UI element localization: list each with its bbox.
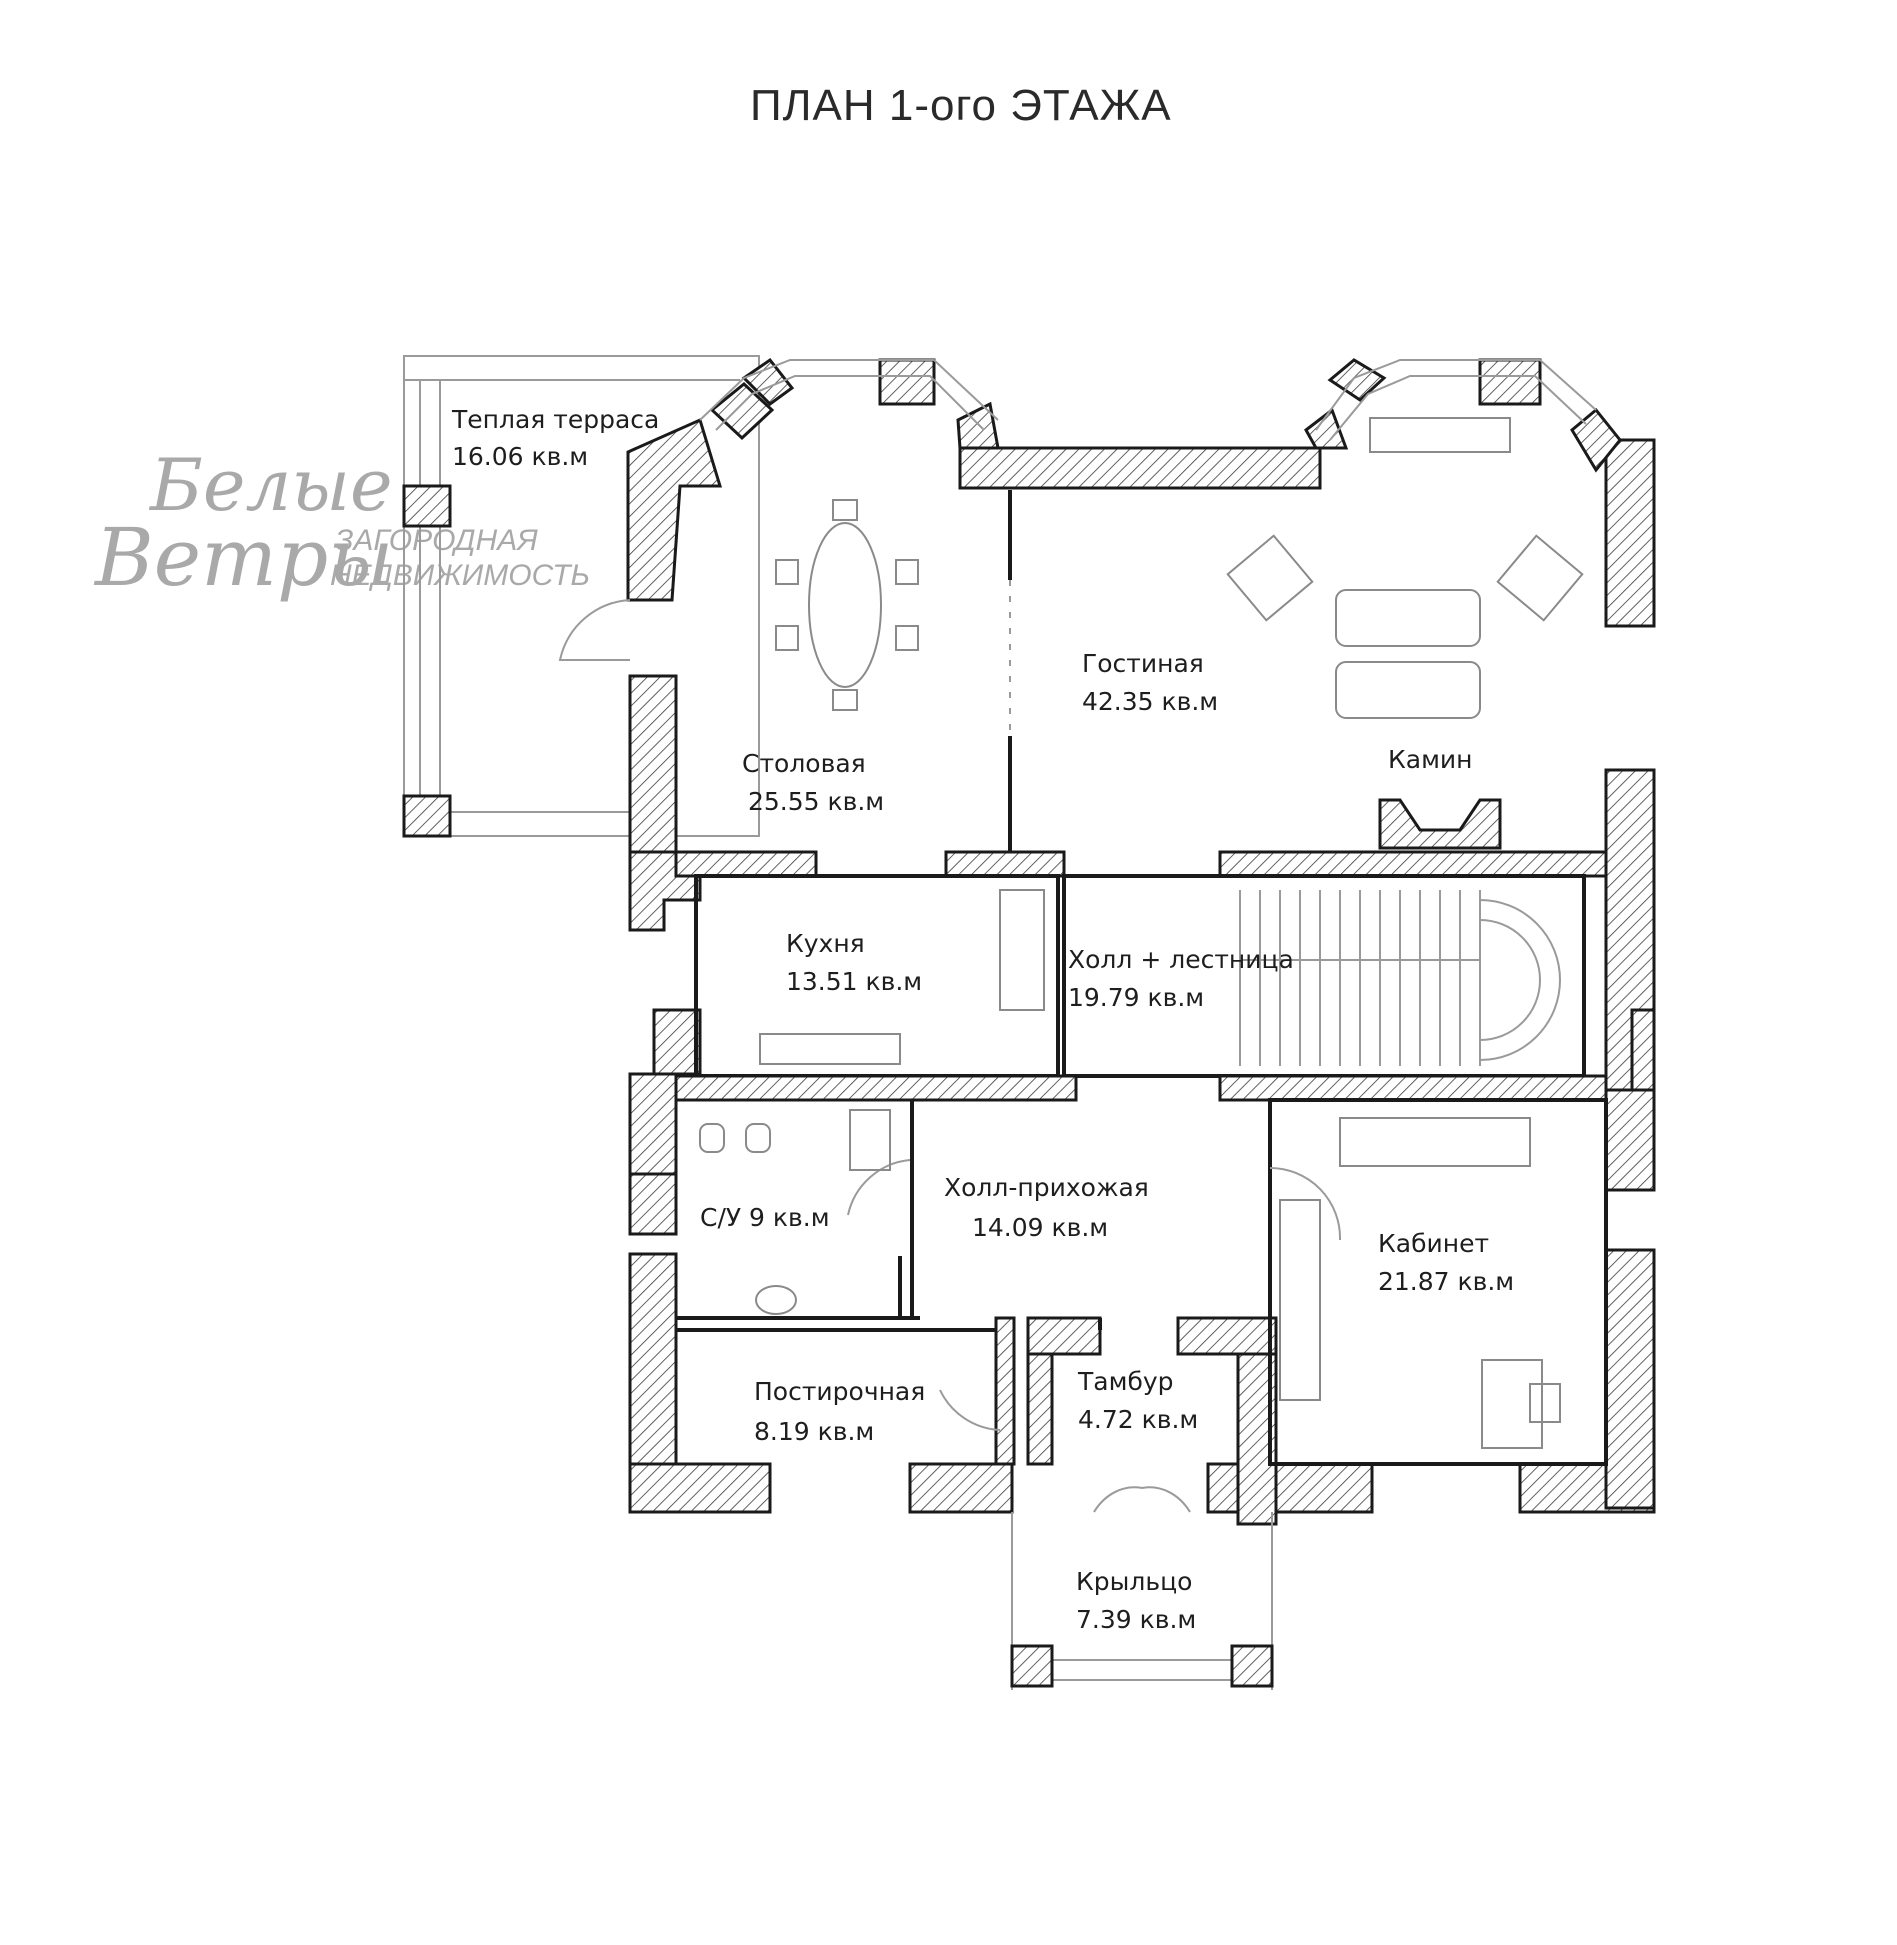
room-area-laundry: 8.19 кв.м [754, 1417, 874, 1446]
exterior-walls [626, 357, 1656, 1514]
room-area-entry-hall: 14.09 кв.м [972, 1213, 1108, 1242]
terrace-outline [402, 355, 760, 838]
plan-title: ПЛАН 1-ого ЭТАЖА [750, 81, 1172, 130]
armchair-right [1496, 534, 1584, 622]
fireplace-hearth [1378, 798, 1502, 850]
porch-structure [1010, 1486, 1274, 1690]
interior-walls [674, 490, 1608, 1526]
room-name-laundry: Постирочная [754, 1377, 925, 1406]
room-name-porch: Крыльцо [1076, 1567, 1192, 1596]
door-swings [558, 599, 1342, 1431]
room-name-vestibule: Тамбур [1077, 1367, 1174, 1396]
room-area-dining: 25.55 кв.м [748, 787, 884, 816]
room-name-living: Гостиная [1082, 649, 1204, 678]
room-labels: Теплая терраса 16.06 кв.м Столовая 25.55… [451, 405, 1514, 1634]
sofa [1335, 589, 1481, 647]
logo-script-line1: Белые [148, 443, 393, 527]
room-area-study: 21.87 кв.м [1378, 1267, 1514, 1296]
logo-caption-line1: ЗАГОРОДНАЯ [335, 524, 538, 557]
logo-caption-line2: НЕДВИЖИМОСТЬ [330, 559, 590, 592]
logo-script-line2: Ветры [93, 511, 393, 604]
armchair-left [1226, 534, 1314, 622]
room-name-bathroom: С/У 9 кв.м [700, 1203, 830, 1232]
room-area-terrace: 16.06 кв.м [452, 442, 588, 471]
room-name-study: Кабинет [1378, 1229, 1489, 1258]
terrace-column-top [402, 484, 452, 528]
porch-column-left [1010, 1644, 1054, 1688]
room-name-terrace: Теплая терраса [451, 405, 659, 434]
room-area-vestibule: 4.72 кв.м [1078, 1405, 1198, 1434]
brand-logo: Белые Ветры ЗАГОРОДНАЯ НЕДВИЖИМОСТЬ [93, 443, 590, 604]
dining-table [808, 522, 882, 688]
room-area-hall-stairs: 19.79 кв.м [1068, 983, 1204, 1012]
room-name-dining: Столовая [742, 749, 866, 778]
room-name-entry-hall: Холл-прихожая [944, 1173, 1149, 1202]
room-area-kitchen: 13.51 кв.м [786, 967, 922, 996]
porch-column-right [1230, 1644, 1274, 1688]
room-name-fireplace: Камин [1388, 745, 1473, 774]
room-area-living: 42.35 кв.м [1082, 687, 1218, 716]
room-name-kitchen: Кухня [786, 929, 865, 958]
furniture [699, 417, 1584, 1449]
room-area-porch: 7.39 кв.м [1076, 1605, 1196, 1634]
room-name-hall-stairs: Холл + лестница [1068, 945, 1294, 974]
staircase [1239, 890, 1561, 1066]
study-desk [1481, 1359, 1543, 1449]
terrace-column-bottom [402, 794, 452, 838]
bay-windows [699, 359, 1597, 441]
